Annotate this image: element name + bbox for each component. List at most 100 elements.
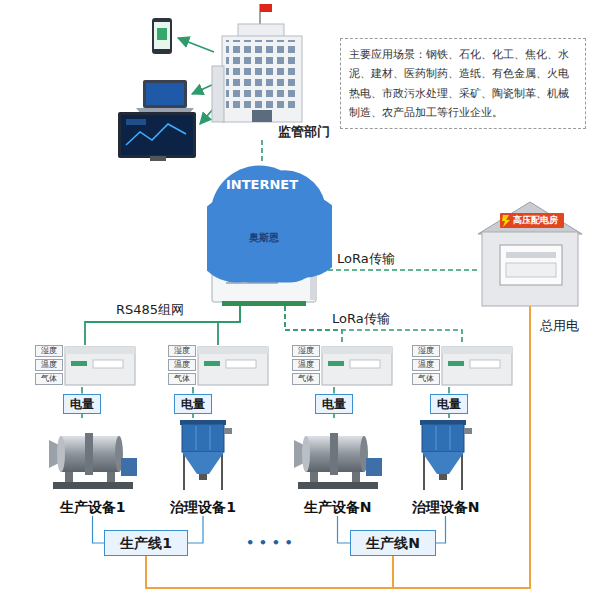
note-text: 主要应用场景：钢铁、石化、化工、焦化、水泥、建材、医药制药、造纸、有色金属、火电… <box>349 45 577 122</box>
ball-mill-part <box>85 433 93 475</box>
monitor-icon-part <box>118 112 196 158</box>
ball-mill-part <box>298 482 378 489</box>
internet-cloud: INTERNET <box>207 163 317 203</box>
notify-arrows <box>178 38 214 124</box>
equipment-label: 生产设备1 <box>60 499 126 516</box>
office-building-part <box>252 110 272 122</box>
dust-collector-part <box>461 452 463 490</box>
office-building-part <box>260 4 272 12</box>
module-bodies-part <box>226 360 256 368</box>
dust-collector-part <box>196 426 197 450</box>
office-building <box>212 4 302 122</box>
laptop-icon-part <box>143 80 187 108</box>
sensor-label: 湿度 <box>35 345 63 357</box>
sensor-label: 湿度 <box>412 345 440 357</box>
power-meter-box: 电量 <box>430 394 468 414</box>
equipment-label: 生产设备N <box>304 499 372 516</box>
gateway-device-part <box>222 301 306 306</box>
sensor-label: 气体 <box>35 373 63 385</box>
connector <box>81 414 83 419</box>
power-meter-box: 电量 <box>63 394 101 414</box>
module-bodies-part <box>442 347 512 354</box>
dust-collector-part <box>423 452 425 490</box>
dust-collector-part <box>439 474 447 480</box>
sensor-label: 温度 <box>35 359 63 371</box>
agency-label: 监管部门 <box>278 124 330 140</box>
connector <box>218 306 240 345</box>
module-bodies-part <box>93 360 123 368</box>
power-meter-box: 电量 <box>174 394 212 414</box>
connector <box>333 414 335 419</box>
module-bodies-part <box>71 361 87 366</box>
line-label: 生产线1 <box>120 535 172 551</box>
connector <box>261 140 263 163</box>
ball-mill-part <box>330 433 338 475</box>
office-building-part <box>222 36 302 122</box>
monitor-icon <box>118 112 196 161</box>
brand-label: 奥斯恩 <box>249 232 279 306</box>
power-room: 高压配电房 <box>478 200 582 306</box>
module-bodies-part <box>65 347 135 385</box>
notify-arrows-part <box>178 38 214 52</box>
cloud-label: INTERNET <box>226 173 298 193</box>
production-line-box: 生产线N <box>350 530 436 556</box>
connector <box>436 516 446 543</box>
module-bodies-part <box>442 347 512 385</box>
connector-label: LoRa传输 <box>335 251 397 267</box>
dust-collector-part <box>464 428 472 434</box>
sensor-module: 湿度温度气体 <box>412 345 512 387</box>
phone-icon <box>152 18 172 54</box>
dust-collector-part <box>183 452 185 490</box>
meter-label: 电量 <box>70 397 94 411</box>
equipment-figure: 治理设备1 <box>168 418 238 516</box>
office-building-part <box>226 40 298 108</box>
sensor-label: 温度 <box>292 359 320 371</box>
phone-icon-part <box>157 28 167 40</box>
power-room-part <box>506 252 556 258</box>
sensor-module: 湿度温度气体 <box>292 345 392 387</box>
sensor-label: 湿度 <box>292 345 320 357</box>
sensor-column: 湿度温度气体 <box>35 345 63 385</box>
dust-collector-part <box>221 452 223 490</box>
module-bodies-part <box>448 361 464 366</box>
equipment-label: 治理设备N <box>412 499 480 516</box>
sensor-label: 湿度 <box>168 345 196 357</box>
ball-mill-part <box>53 482 133 489</box>
office-building-part <box>238 24 284 37</box>
module-bodies-part <box>322 347 392 385</box>
meter-label: 电量 <box>181 397 205 411</box>
module-bodies-part <box>204 361 220 366</box>
module-bodies-part <box>198 347 268 385</box>
module-bodies-part <box>322 347 392 354</box>
connector <box>285 306 462 345</box>
ball-mill-part <box>302 436 310 472</box>
connector <box>320 269 478 271</box>
phone-icon-part <box>154 22 170 49</box>
gateway-device: 奥斯恩 <box>208 220 320 306</box>
cloud-shape-part <box>207 165 332 282</box>
dust-collector-part <box>182 452 224 474</box>
ball-mill <box>49 433 137 489</box>
power-room-part <box>506 263 556 277</box>
connector <box>448 414 450 419</box>
room-sign: 高压配电房 <box>513 214 558 306</box>
connector-label: LoRa传输 <box>330 311 392 327</box>
equipment-label: 治理设备1 <box>170 499 236 516</box>
connector <box>188 516 203 543</box>
power-meter-box: 电量 <box>315 394 353 414</box>
equipment-figure: 生产设备1 <box>45 418 140 516</box>
module-bodies-part <box>470 360 500 368</box>
ball-mill-part <box>366 458 382 476</box>
notify-arrows-part <box>192 84 214 94</box>
ellipsis-mark: • • • • <box>244 535 295 551</box>
phone-icon-part <box>152 18 172 54</box>
ball-mill-part <box>121 458 137 476</box>
power-room-part <box>482 232 578 306</box>
sensor-label: 气体 <box>412 373 440 385</box>
sensor-column: 湿度温度气体 <box>168 345 196 385</box>
line-label: 生产线N <box>366 535 420 551</box>
sensor-module: 湿度温度气体 <box>35 345 135 387</box>
module-bodies <box>65 347 512 385</box>
